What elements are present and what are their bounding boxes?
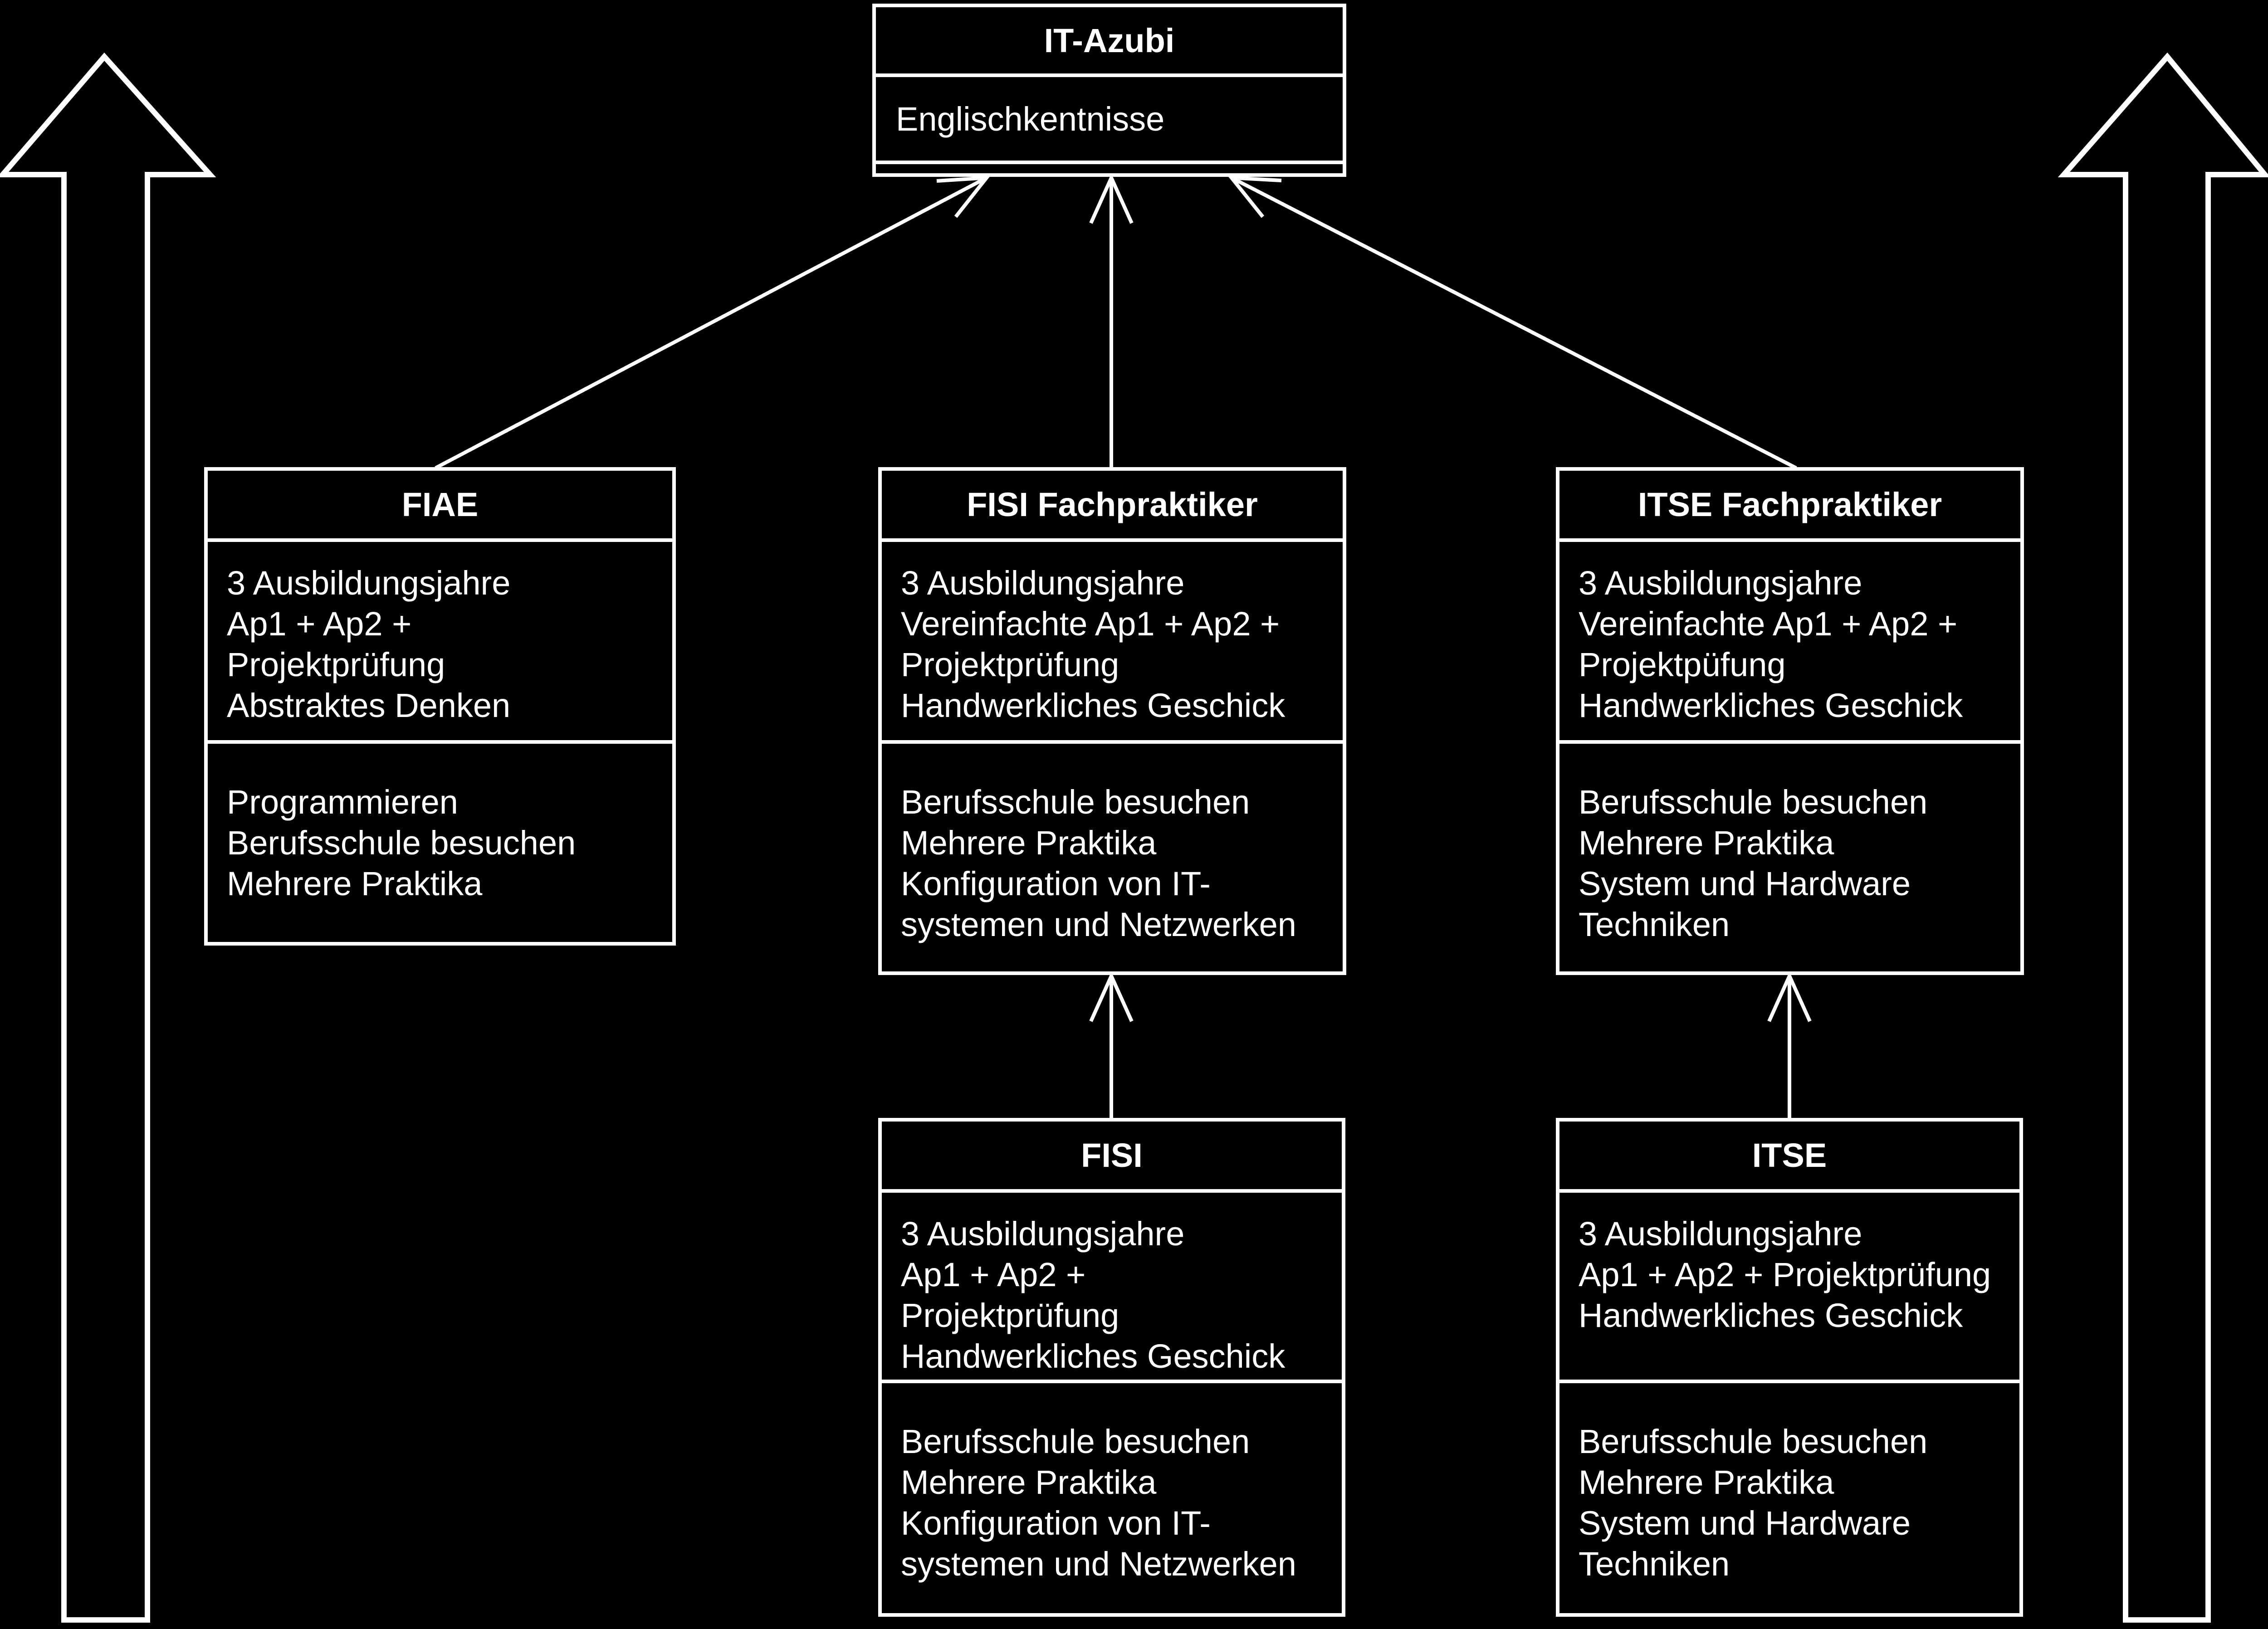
generalization-itse-fachpraktiker-to-it-azubi <box>1227 176 1797 470</box>
requirements-compartment-itse-fachpraktiker: 3 Ausbildungsjahre Vereinfachte Ap1 + Ap… <box>1559 542 2020 744</box>
activities-compartment-fiae: Programmieren Berufsschule besuchen Mehr… <box>227 783 576 902</box>
big-up-arrow-left <box>0 52 216 1623</box>
generalization-fiae-to-it-azubi <box>435 176 991 470</box>
class-title-fisi-fachpraktiker: FISI Fachpraktiker <box>882 471 1343 542</box>
big-up-arrow-right-outline <box>2058 52 2268 1623</box>
class-title-itse-fachpraktiker: ITSE Fachpraktiker <box>1559 471 2020 542</box>
generalization-fisi-to-fisi-fachpraktiker <box>1089 971 1134 1119</box>
attributes-compartment-it-azubi: Englischkentnisse <box>876 77 1343 164</box>
requirements-compartment-itse: 3 Ausbildungsjahre Ap1 + Ap2 + Projektpr… <box>1559 1193 2019 1383</box>
arrowhead-icon <box>1767 971 1812 1022</box>
connector-line <box>435 176 987 470</box>
requirements-compartment-fisi-fachpraktiker: 3 Ausbildungsjahre Vereinfachte Ap1 + Ap… <box>882 542 1343 744</box>
class-box-fisi-fachpraktiker: FISI Fachpraktiker 3 Ausbildungsjahre Ve… <box>878 467 1346 975</box>
requirements-compartment-fiae: 3 Ausbildungsjahre Ap1 + Ap2 + Projektpr… <box>208 542 672 744</box>
class-box-fisi: FISI 3 Ausbildungsjahre Ap1 + Ap2 + Proj… <box>878 1118 1345 1617</box>
big-up-arrow-left-outline <box>0 52 216 1623</box>
activities-compartment-fisi-fachpraktiker: Berufsschule besuchen Mehrere Praktika K… <box>901 783 1296 943</box>
class-box-itse-fachpraktiker: ITSE Fachpraktiker 3 Ausbildungsjahre Ve… <box>1556 467 2024 975</box>
class-title-itse: ITSE <box>1559 1122 2019 1193</box>
class-title-fiae: FIAE <box>208 471 672 542</box>
arrowhead-icon <box>1089 971 1134 1022</box>
class-title-fisi: FISI <box>882 1122 1342 1193</box>
arrowhead-icon <box>1227 176 1282 218</box>
connector-line <box>1231 176 1797 470</box>
activities-compartment-fisi: Berufsschule besuchen Mehrere Praktika K… <box>901 1423 1296 1583</box>
big-up-arrow-right <box>2058 52 2268 1623</box>
class-box-fiae: FIAE 3 Ausbildungsjahre Ap1 + Ap2 + Proj… <box>204 467 676 946</box>
class-title-it-azubi: IT-Azubi <box>876 7 1343 77</box>
class-box-it-azubi: IT-Azubi Englischkentnisse <box>872 4 1346 177</box>
requirements-compartment-fisi: 3 Ausbildungsjahre Ap1 + Ap2 + Projektpr… <box>882 1193 1342 1383</box>
empty-compartment-it-azubi <box>876 164 1343 173</box>
activities-compartment-itse: Berufsschule besuchen Mehrere Praktika S… <box>1579 1423 1928 1583</box>
arrowhead-icon <box>1089 173 1134 224</box>
generalization-fisi-fachpraktiker-to-it-azubi <box>1089 173 1134 468</box>
class-box-itse: ITSE 3 Ausbildungsjahre Ap1 + Ap2 + Proj… <box>1556 1118 2023 1617</box>
generalization-itse-to-itse-fachpraktiker <box>1767 971 1812 1119</box>
arrowhead-icon <box>936 176 991 218</box>
activities-compartment-itse-fachpraktiker: Berufsschule besuchen Mehrere Praktika S… <box>1579 783 1928 943</box>
